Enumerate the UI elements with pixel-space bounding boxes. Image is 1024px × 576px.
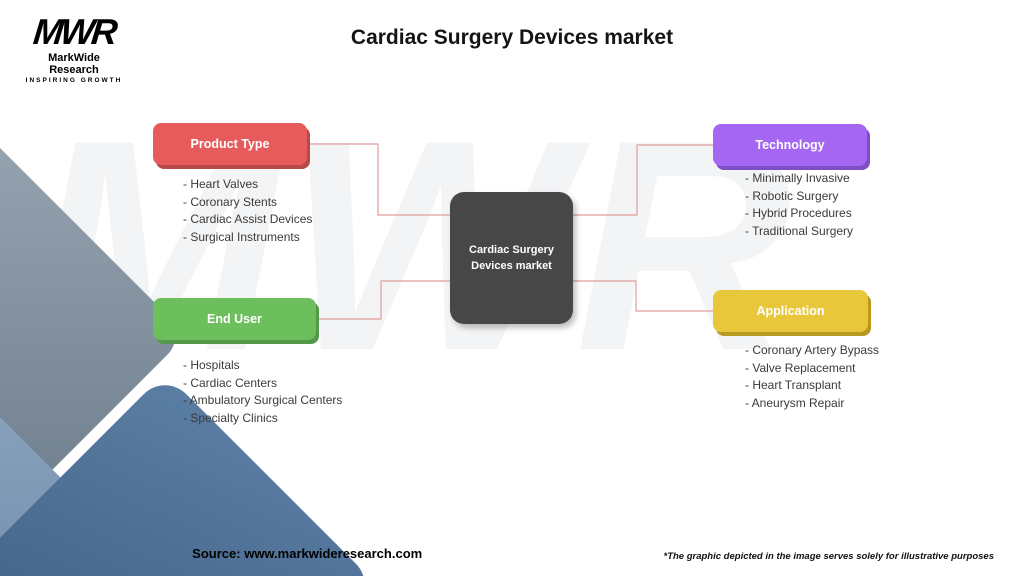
segment-list-technology: - Minimally Invasive - Robotic Surgery -… [745, 170, 853, 240]
segment-label-technology: Technology [755, 138, 825, 152]
list-item: - Ambulatory Surgical Centers [183, 393, 343, 407]
segment-list-end-user: - Hospitals - Cardiac Centers - Ambulato… [183, 357, 342, 427]
disclaimer-text: *The graphic depicted in the image serve… [663, 551, 995, 562]
list-item: - Specialty Clinics [183, 410, 278, 425]
markwide-logo: MWR MarkWide Research Inspiring Growth [22, 11, 126, 84]
segment-list-product-type: - Heart Valves - Coronary Stents - Cardi… [183, 176, 312, 246]
source-label: Source: [192, 546, 241, 561]
page-title: Cardiac Surgery Devices market [350, 26, 674, 49]
segment-list-application: - Coronary Artery Bypass - Valve Replace… [745, 342, 879, 412]
segment-label-product-type: Product Type [190, 137, 270, 151]
list-item: - Hospitals [183, 358, 240, 372]
segment-label-application: Application [756, 304, 825, 318]
list-item: - Aneurysm Repair [745, 395, 845, 410]
list-item: - Cardiac Assist Devices [183, 212, 313, 226]
source-url: www.markwideresearch.com [244, 546, 423, 561]
list-item: - Traditional Surgery [745, 223, 854, 238]
segment-box-product-type: Product Type [153, 123, 307, 165]
list-item: - Hybrid Procedures [745, 206, 852, 220]
logo-tagline: Inspiring Growth [25, 77, 123, 84]
list-item: - Coronary Artery Bypass [745, 343, 880, 357]
list-item: - Coronary Stents [183, 194, 278, 209]
list-item: - Heart Valves [183, 177, 259, 191]
logo-name: MarkWide Research [48, 52, 100, 76]
segment-box-technology: Technology [713, 124, 867, 166]
list-item: - Surgical Instruments [183, 229, 300, 244]
segment-label-end-user: End User [207, 312, 262, 326]
segment-box-application: Application [713, 290, 868, 332]
list-item: - Cardiac Centers [183, 375, 278, 390]
center-node-label: Cardiac Surgery Devices market [469, 243, 554, 273]
center-node: Cardiac Surgery Devices market [450, 192, 573, 324]
list-item: - Heart Transplant [745, 378, 842, 392]
list-item: - Robotic Surgery [745, 188, 839, 203]
source-line: Source: www.markwideresearch.com [0, 546, 614, 561]
segment-box-end-user: End User [153, 298, 316, 340]
list-item: - Minimally Invasive [745, 171, 850, 185]
list-item: - Valve Replacement [745, 360, 856, 375]
